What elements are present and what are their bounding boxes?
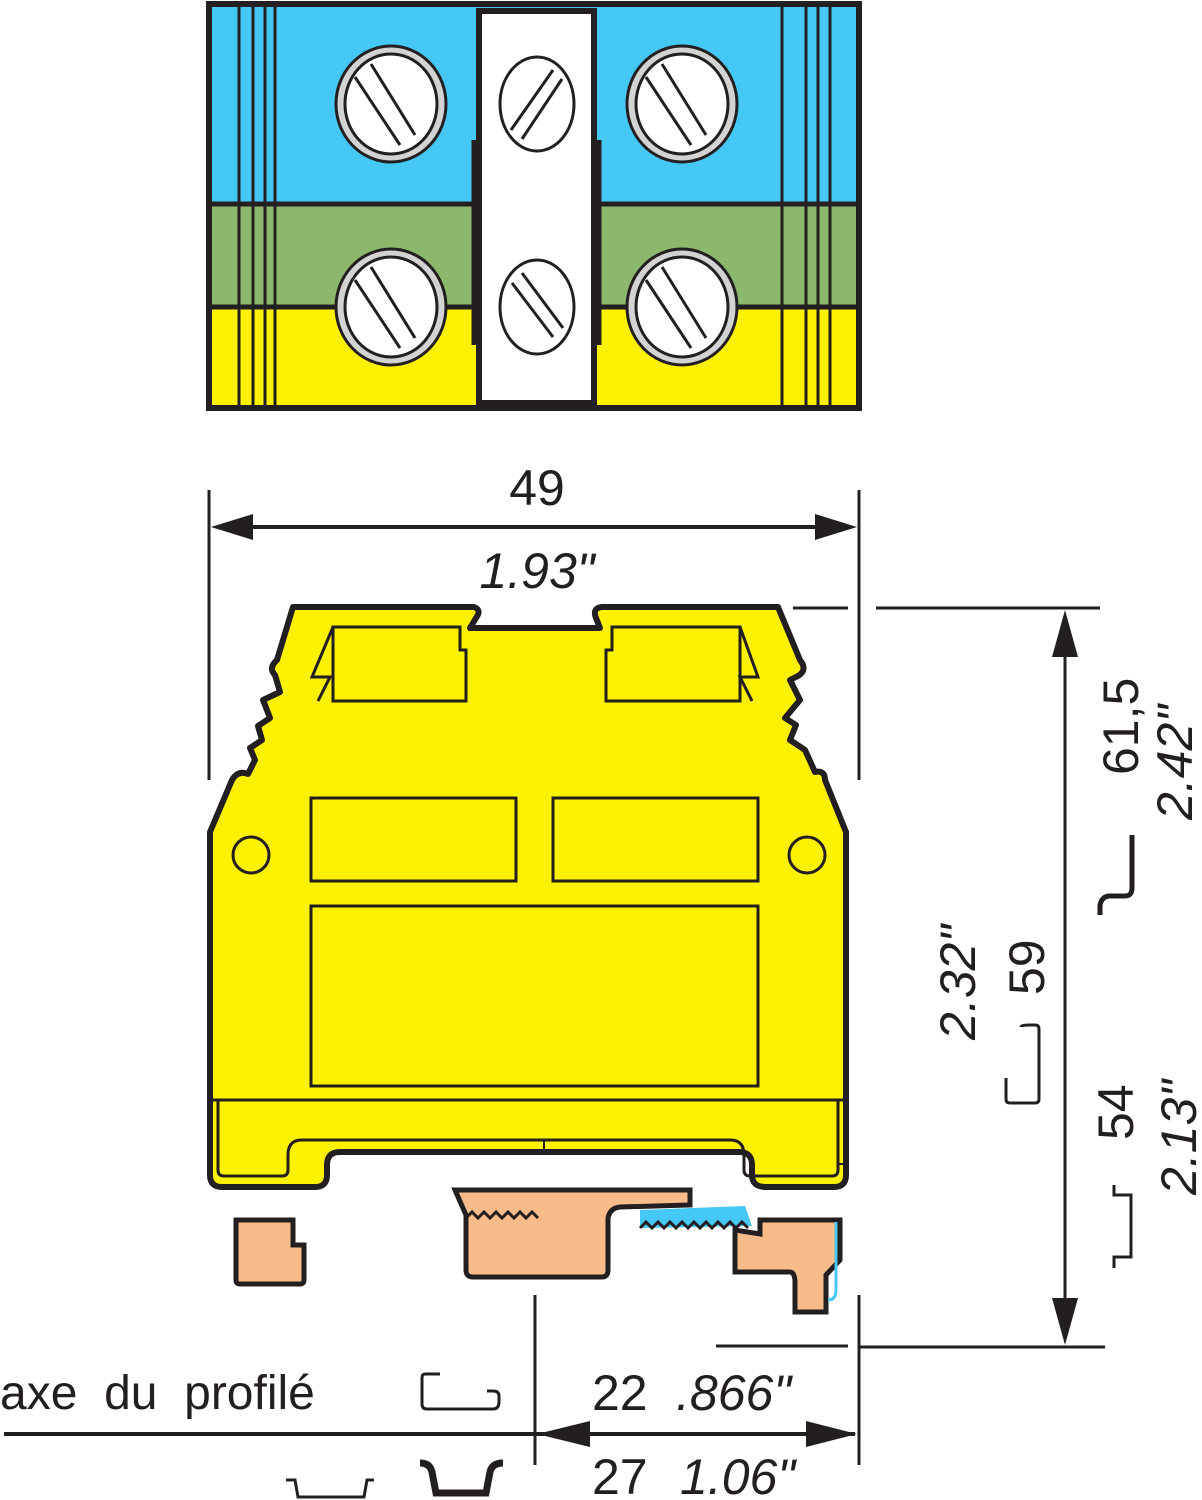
arrow-left-icon bbox=[537, 1421, 590, 1447]
rail-axis-label: axe du profilé bbox=[0, 1367, 315, 1420]
marker-slot-left bbox=[309, 796, 518, 883]
height-top-mm: 61,5 bbox=[1093, 678, 1149, 775]
top-view bbox=[206, 1, 862, 411]
screw-icon bbox=[334, 44, 448, 164]
height-low-in: 2.13" bbox=[1151, 1078, 1202, 1196]
arrow-down-icon bbox=[1052, 1298, 1078, 1345]
rail-foot-right bbox=[732, 1217, 843, 1315]
mounting-hole-right bbox=[787, 835, 827, 875]
height-dimensions: 61,5 2.42" 59 2.32" 54 2.13" bbox=[716, 606, 1202, 1349]
mounting-hole-left bbox=[231, 835, 271, 875]
width-dimension: 49 1.93" bbox=[207, 460, 861, 780]
marker-slot-large bbox=[309, 904, 760, 1088]
rail-profile-icon bbox=[1004, 1023, 1041, 1105]
arrow-right-icon bbox=[806, 1421, 857, 1447]
offset-large-mm: 27 bbox=[592, 1449, 648, 1500]
offset-small-mm: 22 bbox=[592, 1365, 648, 1421]
arrow-right-icon bbox=[815, 514, 857, 540]
rail-profile-icon bbox=[420, 1372, 501, 1411]
height-low-mm: 54 bbox=[1088, 1084, 1144, 1140]
width-mm: 49 bbox=[509, 460, 565, 516]
height-mid-mm: 59 bbox=[999, 939, 1055, 995]
arrow-left-icon bbox=[211, 514, 253, 540]
screw-icon bbox=[625, 247, 739, 367]
rail-clamp-center bbox=[451, 1187, 693, 1280]
height-top-in: 2.42" bbox=[1147, 703, 1202, 821]
rail-profile-icon bbox=[286, 1478, 374, 1499]
rail-profile-icon bbox=[1112, 1185, 1133, 1268]
height-mid-in: 2.32" bbox=[930, 923, 986, 1041]
screw-icon bbox=[334, 247, 448, 367]
screw-icon bbox=[625, 44, 739, 164]
rail-profile-icon bbox=[1097, 835, 1135, 915]
offset-small-in: .866" bbox=[676, 1365, 793, 1421]
screw-icon bbox=[498, 258, 576, 356]
rail-foot-left bbox=[233, 1217, 307, 1287]
offset-large-in: 1.06" bbox=[680, 1449, 797, 1500]
marker-slot-right bbox=[551, 796, 760, 883]
rail-profile-icon bbox=[419, 1459, 504, 1497]
offset-dimensions: 22 .866" 27 1.06" axe du profilé bbox=[0, 1295, 861, 1500]
width-in: 1.93" bbox=[479, 543, 596, 599]
arrow-up-icon bbox=[1052, 610, 1078, 657]
screw-icon bbox=[498, 55, 576, 153]
side-view bbox=[207, 604, 849, 1315]
